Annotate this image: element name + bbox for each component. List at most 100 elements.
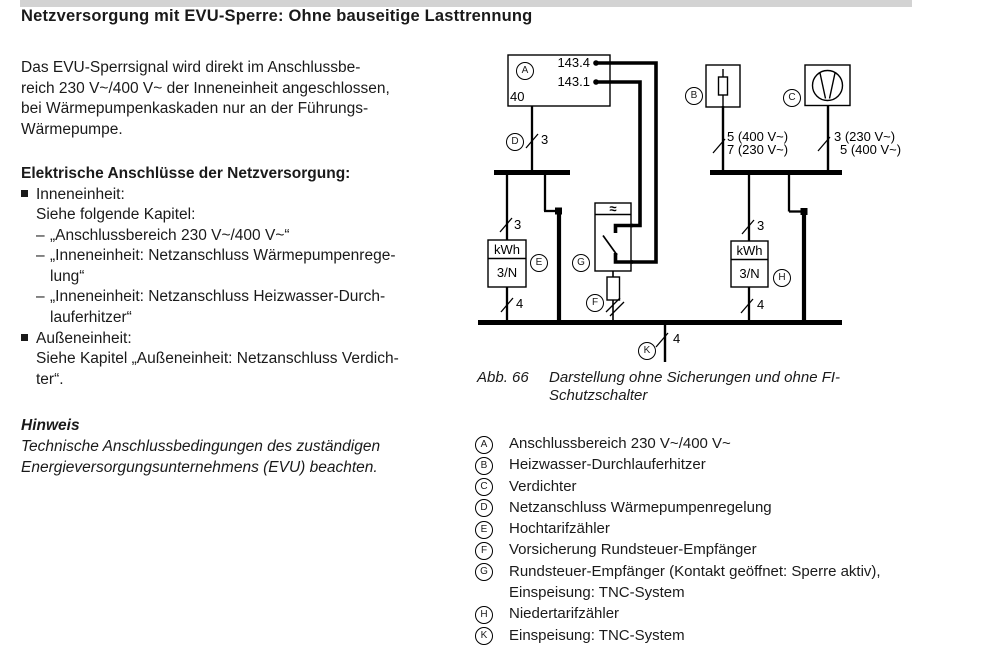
note-heading: Hinweis [21, 417, 80, 435]
heater-element-symbol [717, 76, 729, 96]
dash-bullet-icon: – [36, 226, 45, 244]
list-item-continuation: lauferhitzer“ [21, 308, 481, 329]
legend-key-e: E [475, 520, 493, 539]
meter-kwh-label: kWh [736, 243, 763, 258]
legend-label: Anschlussbereich 230 V~/400 V~ [509, 435, 731, 452]
intro-line: reich 230 V~/400 V~ der Inneneinheit ang… [21, 79, 390, 97]
list-item: Siehe folgende Kapitel: [21, 205, 481, 226]
legend-label: Verdichter [509, 477, 577, 495]
wire-count-label: 3 [514, 217, 522, 232]
square-bullet-icon [21, 329, 36, 350]
evu-signal-wire-ends [613, 223, 633, 264]
wire-count-label: 5 (400 V~) [727, 129, 789, 144]
note-line: Technische Anschlussbedingungen des zust… [21, 438, 381, 456]
ripple-control-receiver-box [594, 202, 632, 272]
dash-bullet-icon: – [36, 247, 45, 265]
list-item-label: lauferhitzer“ [50, 309, 132, 327]
top-rule [20, 0, 912, 7]
legend-key-k: K [475, 627, 493, 646]
heater-box [705, 64, 741, 173]
meter-box [487, 239, 527, 288]
meter-phase-label: 3/N [496, 265, 518, 280]
terminal-dot [593, 60, 599, 66]
square-bullet-icon [21, 185, 36, 206]
ac-symbol: ≈ [609, 201, 617, 216]
intro-paragraph: Das EVU-Sperrsignal wird direkt im Ansch… [21, 58, 481, 140]
wire-count-label: 4 [516, 296, 524, 311]
node-marker-g: G [572, 254, 590, 272]
legend-item: B Heizwasser-Durchlauferhitzer [475, 454, 915, 475]
switch-contact-blade [602, 235, 618, 256]
legend-item: A Anschlussbereich 230 V~/400 V~ [475, 433, 915, 454]
list-item-label: Siehe folgende Kapitel: [36, 206, 196, 224]
intro-line: Wärmepumpe. [21, 120, 123, 138]
section-heading: Elektrische Anschlüsse der Netzversorgun… [21, 165, 351, 182]
legend-item: F Vorsicherung Rundsteuer-Empfänger [475, 539, 915, 560]
legend-label: Hochtarifzähler [509, 520, 610, 538]
legend-label: Netzanschluss Wärmepumpenregelung [509, 498, 772, 516]
list-item: – „Inneneinheit: Netzanschluss Heizwasse… [21, 287, 481, 308]
list-item-label: „Anschlussbereich 230 V~/400 V~“ [50, 226, 290, 244]
list-item: Siehe Kapitel „Außeneinheit: Netzanschlu… [21, 349, 481, 370]
terminal-label: 143.4 [557, 55, 590, 70]
legend-key-c: C [475, 478, 493, 497]
node-marker-d: D [506, 133, 524, 151]
legend-item: G Rundsteuer-Empfänger (Kontakt geöffnet… [475, 561, 915, 604]
legend-item: C Verdichter [475, 476, 915, 497]
legend-item: H Niedertarifzähler [475, 603, 915, 624]
legend-label: Heizwasser-Durchlauferhitzer [509, 456, 706, 474]
legend-key-f: F [475, 541, 493, 560]
node-marker-e: E [530, 254, 548, 272]
legend-item: K Einspeisung: TNC-System [475, 625, 915, 646]
legend-key-a: A [475, 435, 493, 454]
list-item-label: „Inneneinheit: Netzanschluss Heizwasser-… [50, 288, 386, 306]
wire-count-label: 3 [757, 218, 765, 233]
list-item-label: Siehe Kapitel „Außeneinheit: Netzanschlu… [36, 350, 399, 368]
legend-item: D Netzanschluss Wärmepumpenregelung [475, 497, 915, 518]
legend-label: Einspeisung: TNC-System [509, 626, 685, 644]
list-item-continuation: lung“ [21, 267, 481, 288]
dash-bullet-icon: – [36, 288, 45, 306]
list-item-label: Außeneinheit: [36, 329, 132, 347]
compressor-symbol [811, 69, 844, 102]
body-text-column: Das EVU-Sperrsignal wird direkt im Ansch… [21, 58, 481, 478]
wire-count-label: 5 (400 V~) [840, 142, 902, 157]
meter-phase-label: 3/N [739, 266, 760, 281]
list-item: Außeneinheit: [21, 329, 481, 350]
meter-kwh-label: kWh [494, 242, 520, 257]
meter-box [730, 240, 769, 288]
list-item-label: ter“. [36, 370, 64, 388]
meter-h-branch [730, 174, 769, 322]
terminal-label: 40 [510, 89, 525, 104]
list-item-label: Inneneinheit: [36, 185, 125, 203]
wire-count-label: 3 (230 V~) [834, 129, 896, 144]
wire-count-label: 7 (230 V~) [727, 142, 789, 157]
double-slash [605, 297, 625, 317]
list-item: – „Anschlussbereich 230 V~/400 V~“ [21, 226, 481, 247]
note-block: Hinweis Technische Anschlussbedingungen … [21, 416, 481, 478]
wire-count-label: 4 [757, 297, 765, 312]
list-item-continuation: ter“. [21, 370, 481, 391]
page-title: Netzversorgung mit EVU-Sperre: Ohne baus… [21, 7, 533, 25]
wire-count-label: 3 [541, 132, 549, 147]
figure-caption-label: Abb. 66 [477, 369, 529, 386]
bypass-left [543, 172, 562, 322]
fuse-symbol [605, 271, 625, 322]
legend-key-g: G [475, 563, 493, 582]
legend-label: Niedertarifzähler [509, 605, 620, 623]
bypass-right [787, 172, 808, 322]
figure-caption-line: Darstellung ohne Sicherungen und ohne FI… [549, 369, 841, 386]
legend-key-b: B [475, 456, 493, 475]
terminal-label: 143.1 [557, 74, 590, 89]
note-line: Energieversorgungsunternehmens (EVU) bea… [21, 458, 378, 476]
meter-e-branch [487, 174, 527, 322]
list-item: Inneneinheit: [21, 185, 481, 206]
intro-line: Das EVU-Sperrsignal wird direkt im Ansch… [21, 59, 361, 76]
figure-legend: A Anschlussbereich 230 V~/400 V~ B Heizw… [475, 433, 915, 646]
node-marker-k: K [638, 342, 656, 360]
node-marker-b: B [685, 87, 703, 105]
wire-count-slashes [499, 133, 831, 348]
